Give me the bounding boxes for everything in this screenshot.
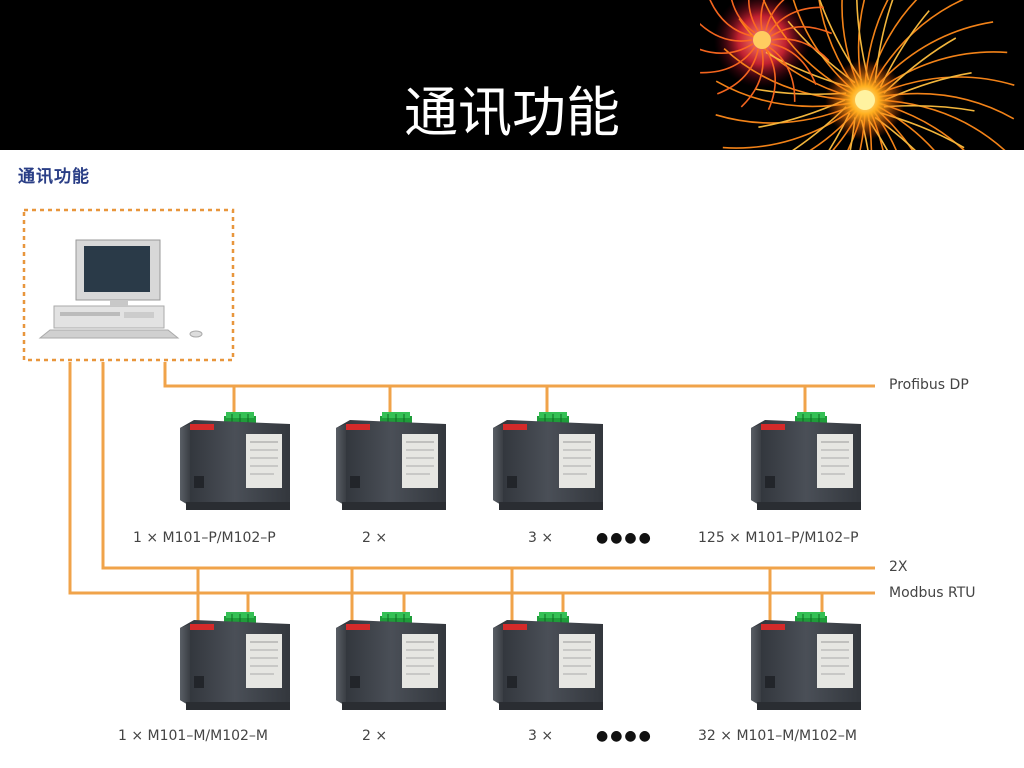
profibus-label-3: 3 × — [528, 530, 554, 546]
modbus-label-2: 2 × — [362, 728, 388, 744]
firework-ray — [700, 46, 756, 74]
firework-ray — [770, 25, 833, 37]
modbus-module-1 — [179, 611, 291, 711]
firework-ray — [768, 6, 824, 34]
pc-frame — [22, 208, 235, 362]
profibus-module-2 — [335, 411, 447, 511]
firework-ray — [765, 0, 785, 31]
firework-ray — [771, 43, 817, 85]
firework-ray — [740, 49, 764, 108]
bus-label-modbus: Modbus RTU — [889, 585, 976, 601]
content-title: 通讯功能 — [18, 167, 90, 187]
profibus-label-1: 1 × M101–P/M102–P — [133, 530, 276, 546]
firework-ray — [768, 46, 796, 102]
modbus-module-32 — [750, 611, 862, 711]
profibus-module-3 — [492, 411, 604, 511]
firework-ray — [717, 49, 759, 95]
profibus-label-2: 2 × — [362, 530, 388, 546]
profibus-label-125: 125 × M101–P/M102–P — [698, 530, 859, 546]
profibus-module-125 — [750, 411, 862, 511]
firework-ray — [765, 48, 777, 111]
modbus-label-32: 32 × M101–M/M102–M — [698, 728, 857, 744]
firework-ray — [771, 38, 830, 62]
modbus-label-1: 1 × M101–M/M102–M — [118, 728, 269, 744]
firework-ray — [730, 0, 756, 34]
firework-burst-icon — [700, 0, 1015, 150]
profibus-ellipsis: ●●●● — [596, 530, 653, 546]
slide-title: 通讯功能 — [404, 81, 620, 144]
firework-ray — [748, 0, 759, 32]
diagram-panel: 通讯功能 — [0, 150, 1024, 768]
modbus-module-2 — [335, 611, 447, 711]
bus-label-profibus: Profibus DP — [889, 377, 969, 393]
network-diagram — [22, 208, 875, 711]
bus-label-2x: 2X — [889, 559, 908, 575]
computer-icon — [38, 239, 203, 339]
modbus-ellipsis: ●●●● — [596, 728, 653, 744]
firework-ray — [709, 0, 753, 37]
firework-ray — [700, 22, 753, 42]
profibus-module-1 — [179, 411, 291, 511]
slide-header: 通讯功能 — [0, 0, 1024, 150]
firework-ray — [700, 43, 754, 55]
modbus-module-3 — [492, 611, 604, 711]
firework-ray — [760, 0, 766, 31]
modbus-label-3: 3 × — [528, 728, 554, 744]
